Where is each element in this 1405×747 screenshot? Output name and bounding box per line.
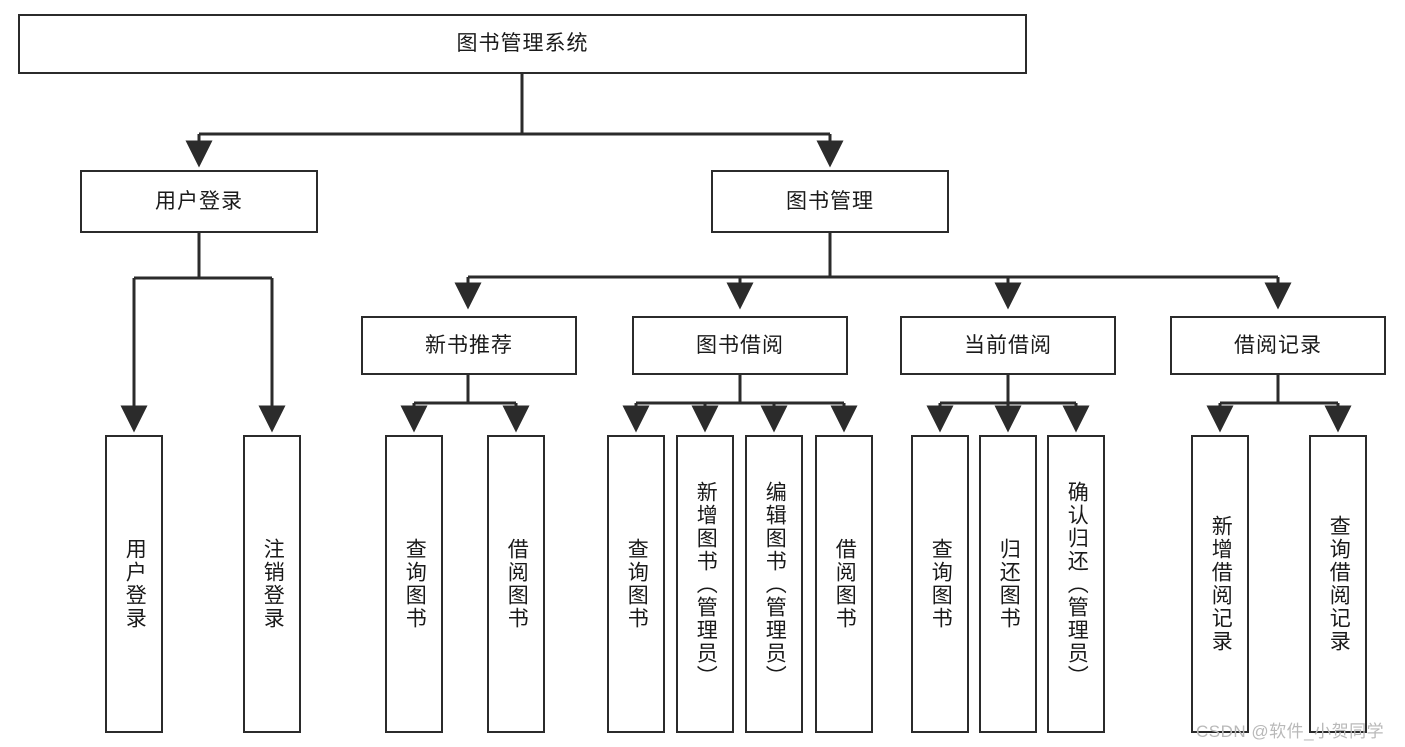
leaf-book-borrow-edit-book-admin[interactable]: 编辑图书（管理员） xyxy=(745,435,803,733)
node-label: 归还图书 xyxy=(997,538,1021,630)
leaf-borrow-record-query-record[interactable]: 查询借阅记录 xyxy=(1309,435,1367,733)
node-label: 查询图书 xyxy=(625,538,649,630)
node-user-login[interactable]: 用户登录 xyxy=(80,170,318,233)
node-root-book-management-system[interactable]: 图书管理系统 xyxy=(18,14,1027,74)
node-label: 确认归还（管理员） xyxy=(1065,480,1089,688)
node-book-borrow[interactable]: 图书借阅 xyxy=(632,316,848,375)
node-label: 借阅图书 xyxy=(833,538,857,630)
leaf-current-borrow-query-book[interactable]: 查询图书 xyxy=(911,435,969,733)
node-label: 用户登录 xyxy=(123,538,147,630)
node-current-borrow[interactable]: 当前借阅 xyxy=(900,316,1116,375)
node-new-book-recommend[interactable]: 新书推荐 xyxy=(361,316,577,375)
node-label: 查询借阅记录 xyxy=(1327,515,1351,653)
node-label: 编辑图书（管理员） xyxy=(763,480,787,688)
node-label: 图书借阅 xyxy=(696,333,784,357)
node-label: 注销登录 xyxy=(261,538,285,630)
node-label: 借阅记录 xyxy=(1234,333,1322,357)
leaf-borrow-record-add-record[interactable]: 新增借阅记录 xyxy=(1191,435,1249,733)
leaf-current-borrow-confirm-return-admin[interactable]: 确认归还（管理员） xyxy=(1047,435,1105,733)
node-label: 新增图书（管理员） xyxy=(694,480,718,688)
node-label: 查询图书 xyxy=(403,538,427,630)
node-label: 当前借阅 xyxy=(964,333,1052,357)
leaf-current-borrow-return-book[interactable]: 归还图书 xyxy=(979,435,1037,733)
node-label: 图书管理系统 xyxy=(456,32,589,56)
leaf-new-book-query-book[interactable]: 查询图书 xyxy=(385,435,443,733)
leaf-book-borrow-add-book-admin[interactable]: 新增图书（管理员） xyxy=(676,435,734,733)
node-borrow-record[interactable]: 借阅记录 xyxy=(1170,316,1386,375)
leaf-new-book-borrow-book[interactable]: 借阅图书 xyxy=(487,435,545,733)
node-label: 借阅图书 xyxy=(505,538,529,630)
csdn-watermark: CSDN @软件_小贺同学 xyxy=(1196,722,1385,741)
node-label: 用户登录 xyxy=(155,189,243,213)
node-label: 查询图书 xyxy=(929,538,953,630)
leaf-user-login-login[interactable]: 用户登录 xyxy=(105,435,163,733)
leaf-user-login-logout[interactable]: 注销登录 xyxy=(243,435,301,733)
leaf-book-borrow-query-book[interactable]: 查询图书 xyxy=(607,435,665,733)
node-label: 新增借阅记录 xyxy=(1209,515,1233,653)
leaf-book-borrow-borrow-book[interactable]: 借阅图书 xyxy=(815,435,873,733)
node-label: 图书管理 xyxy=(786,189,874,213)
node-book-management[interactable]: 图书管理 xyxy=(711,170,949,233)
node-label: 新书推荐 xyxy=(425,333,513,357)
